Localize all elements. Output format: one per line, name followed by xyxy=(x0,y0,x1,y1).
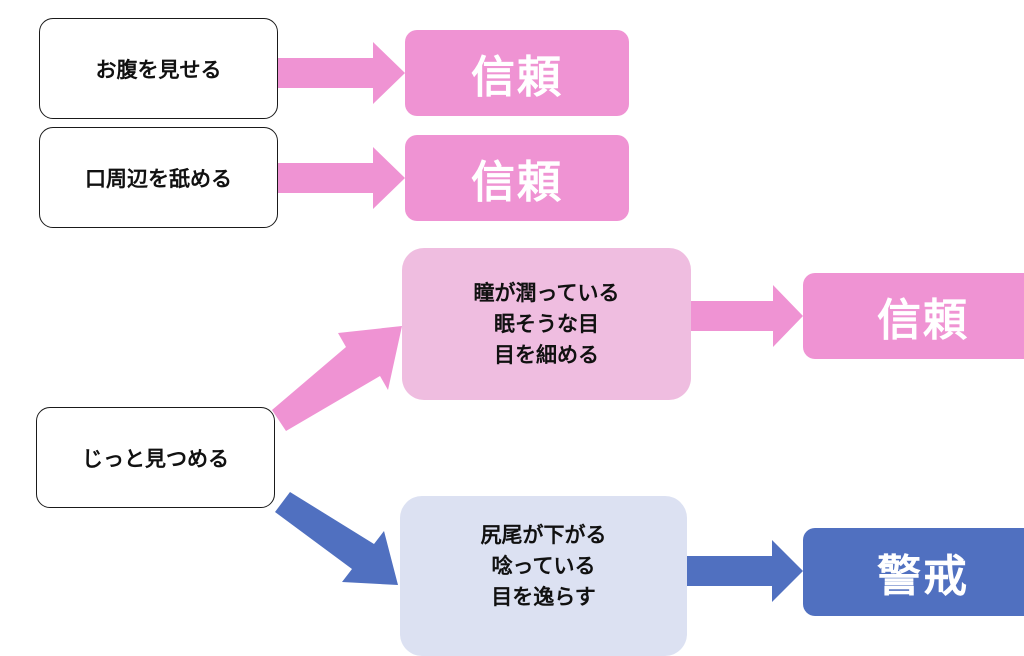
arrow-right-3 xyxy=(691,285,803,347)
arrow-diag-down xyxy=(275,492,398,585)
result-box-trust: 信頼 xyxy=(803,273,1024,359)
behavior-label: 口周辺を舐める xyxy=(85,166,232,191)
result-label: 信頼 xyxy=(471,52,563,103)
result-box-trust: 信頼 xyxy=(405,135,629,221)
behavior-label: じっと見つめる xyxy=(82,446,229,471)
arrow-right-4 xyxy=(687,540,803,602)
sign-text: 眠そうな目 xyxy=(494,311,599,336)
sign-text: 目を細める xyxy=(494,342,599,367)
result-label: 信頼 xyxy=(471,157,563,208)
sign-text: 尻尾が下がる xyxy=(480,522,607,547)
signs-box-caution: 尻尾が下がる 唸っている 目を逸らす xyxy=(400,496,687,656)
result-box-caution: 警戒 xyxy=(803,528,1024,616)
behavior-box-belly: お腹を見せる xyxy=(39,18,278,119)
sign-text: 唸っている xyxy=(491,553,596,578)
behavior-box-lick: 口周辺を舐める xyxy=(39,127,278,228)
result-label: 警戒 xyxy=(877,551,969,602)
signs-box-trust: 瞳が潤っている 眠そうな目 目を細める xyxy=(402,248,691,400)
arrow-right-2 xyxy=(278,147,405,209)
arrow-diag-up xyxy=(272,326,402,431)
behavior-label: お腹を見せる xyxy=(95,57,222,82)
result-box-trust: 信頼 xyxy=(405,30,629,116)
sign-text: 瞳が潤っている xyxy=(473,280,620,305)
sign-text: 目を逸らす xyxy=(491,584,596,609)
result-label: 信頼 xyxy=(877,295,969,346)
arrows-layer xyxy=(272,42,803,602)
arrow-right-1 xyxy=(278,42,405,104)
behavior-box-stare: じっと見つめる xyxy=(36,407,275,508)
